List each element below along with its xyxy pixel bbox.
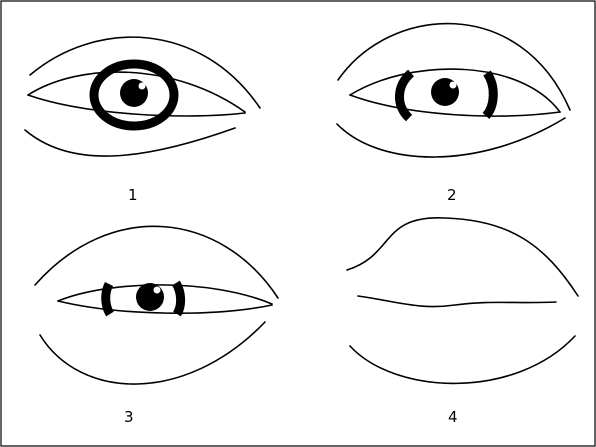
panel-1-label: 1 — [128, 186, 138, 204]
panel-3-light-reflection — [154, 287, 161, 294]
panel-4-label: 4 — [448, 408, 458, 426]
panel-2-light-reflection — [450, 82, 457, 89]
panel-3-pupil — [136, 283, 164, 311]
panel-2-label: 2 — [447, 186, 457, 204]
panel-3-label: 3 — [124, 408, 134, 426]
panel-1-light-reflection — [139, 83, 146, 90]
